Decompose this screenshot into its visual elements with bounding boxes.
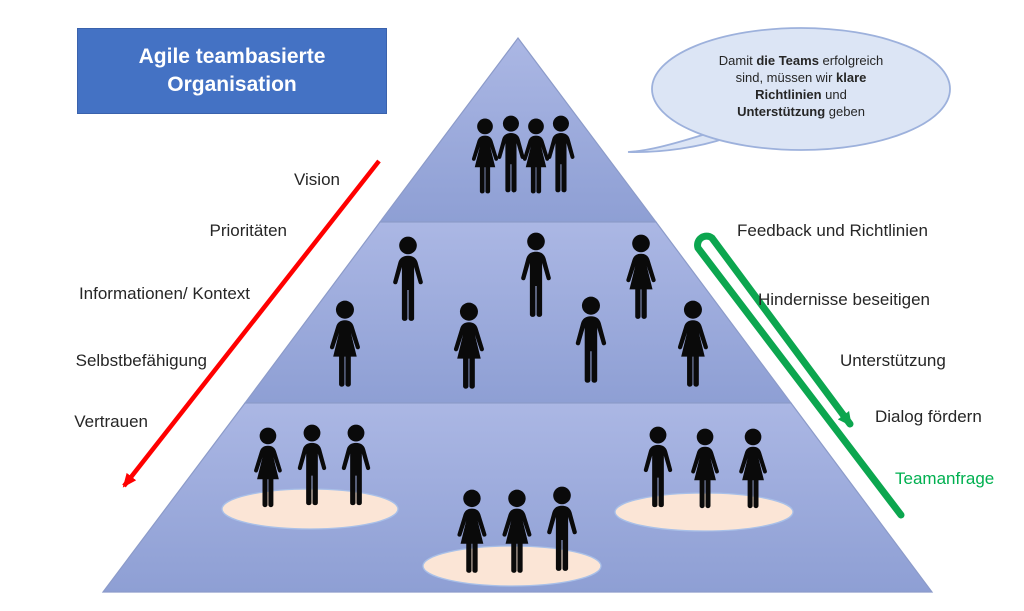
label-teamanfrage: Teamanfrage	[895, 469, 995, 488]
top-down-red-arrow	[122, 159, 381, 488]
bubble-segment: geben	[825, 104, 865, 119]
bubble-segment: und	[821, 87, 847, 102]
bubble-line: Unterstützung geben	[668, 103, 934, 120]
speech-bubble-text: Damit die Teams erfolgreich sind, müssen…	[668, 52, 934, 120]
bubble-segment: Damit	[718, 53, 757, 68]
bubble-segment: sind, müssen wir	[735, 70, 837, 85]
label-prioritaeten: Prioritäten	[209, 221, 287, 240]
bubble-line: sind, müssen wir klare	[668, 69, 934, 86]
bubble-segment: die Teams	[756, 53, 819, 68]
bubble-segment: Richtlinien	[755, 87, 822, 102]
bubble-line: Damit die Teams erfolgreich	[668, 52, 934, 69]
pyramid-tier-middle	[243, 221, 793, 404]
bubble-segment: klare	[836, 70, 867, 85]
label-selbstbefaehigung: Selbstbefähigung	[75, 351, 207, 370]
speech-bubble	[627, 27, 951, 153]
bubble-segment: Unterstützung	[737, 104, 826, 119]
label-vision: Vision	[294, 170, 340, 189]
label-unterstuetzung: Unterstützung	[840, 351, 946, 370]
label-informationen-kontext: Informationen/ Kontext	[78, 284, 250, 303]
bubble-line: Richtlinien und	[668, 86, 934, 103]
pyramid-tier-top	[378, 37, 658, 223]
speech-bubble-body	[651, 27, 951, 151]
bubble-segment: erfolgreich	[818, 53, 884, 68]
label-dialog-foerdern: Dialog fördern	[875, 407, 982, 426]
label-feedback-richtlinien: Feedback und Richtlinien	[737, 221, 928, 240]
title-banner: Agile teambasierte Organisation	[77, 28, 387, 114]
speech-bubble-tail	[627, 131, 729, 153]
label-vertrauen: Vertrauen	[74, 412, 148, 431]
label-hindernisse-beseitigen: Hindernisse beseitigen	[758, 290, 930, 309]
title-text: Agile teambasierte Organisation	[138, 44, 326, 96]
feedback-loop-green-arrow	[694, 232, 905, 519]
